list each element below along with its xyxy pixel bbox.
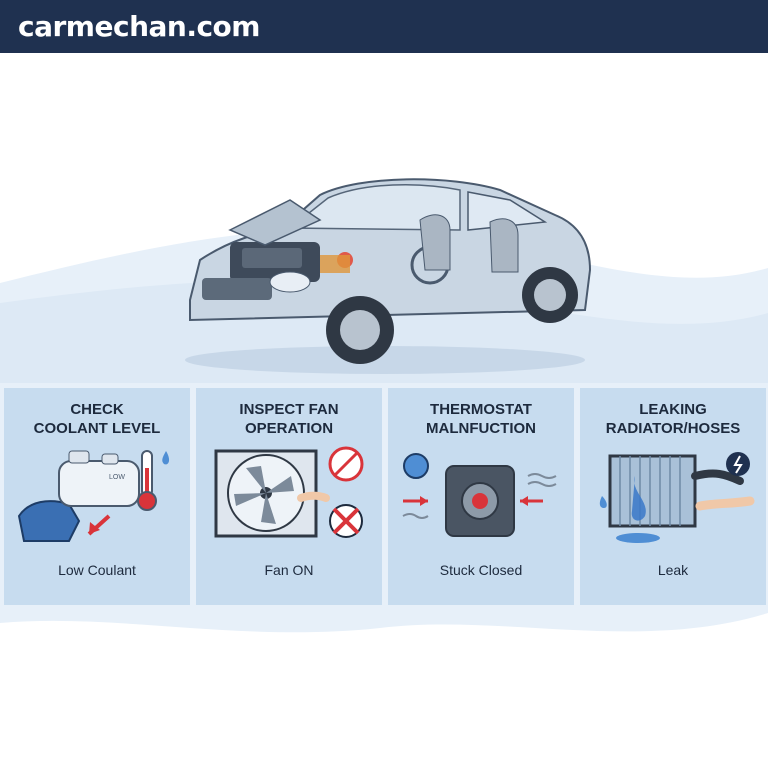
card-title: LEAKING RADIATOR/HOSES — [580, 400, 766, 438]
card-inspect-fan: INSPECT FAN OPERATION Fan ON — [196, 388, 382, 605]
card-title-line2: COOLANT LEVEL — [33, 420, 161, 437]
card-caption: Leak — [657, 562, 689, 578]
reservoir-label: LOW — [109, 474, 125, 481]
card-title-line2: OPERATION — [244, 420, 334, 437]
coolant-reservoir-icon: LOW — [17, 450, 170, 542]
car-cutaway-illustration — [185, 178, 592, 374]
card-title: CHECK COOLANT LEVEL — [4, 400, 190, 438]
card-title: THERMOSTAT MALNFUCTION — [388, 400, 574, 438]
card-caption: Low Coulant — [58, 562, 136, 578]
card-leaking-radiator: LEAKING RADIATOR/HOSES Leak — [580, 388, 766, 605]
diagnosis-cards: CHECK COOLANT LEVEL LOW Low Coulant INSP… — [0, 388, 768, 606]
radiator-fan-icon — [214, 446, 364, 538]
card-caption: Fan ON — [264, 562, 314, 578]
card-title-line1: INSPECT FAN — [239, 401, 339, 418]
card-title-line1: THERMOSTAT — [430, 401, 532, 418]
card-thermostat: THERMOSTAT MALNFUCTION Stuck Closed — [388, 388, 574, 605]
card-check-coolant: CHECK COOLANT LEVEL LOW Low Coulant — [4, 388, 190, 605]
card-title-line1: CHECK — [70, 401, 124, 418]
header-bar: carmechan.com — [0, 0, 768, 53]
card-caption: Stuck Closed — [439, 562, 523, 578]
card-title-line2: MALNFUCTION — [426, 420, 536, 437]
card-title-line2: RADIATOR/HOSES — [605, 420, 741, 437]
card-title-line1: LEAKING — [639, 401, 707, 418]
card-title: INSPECT FAN OPERATION — [196, 400, 382, 438]
leaking-radiator-icon — [599, 452, 755, 543]
thermostat-valve-icon — [402, 453, 557, 537]
site-name[interactable]: carmechan.com — [18, 10, 260, 43]
